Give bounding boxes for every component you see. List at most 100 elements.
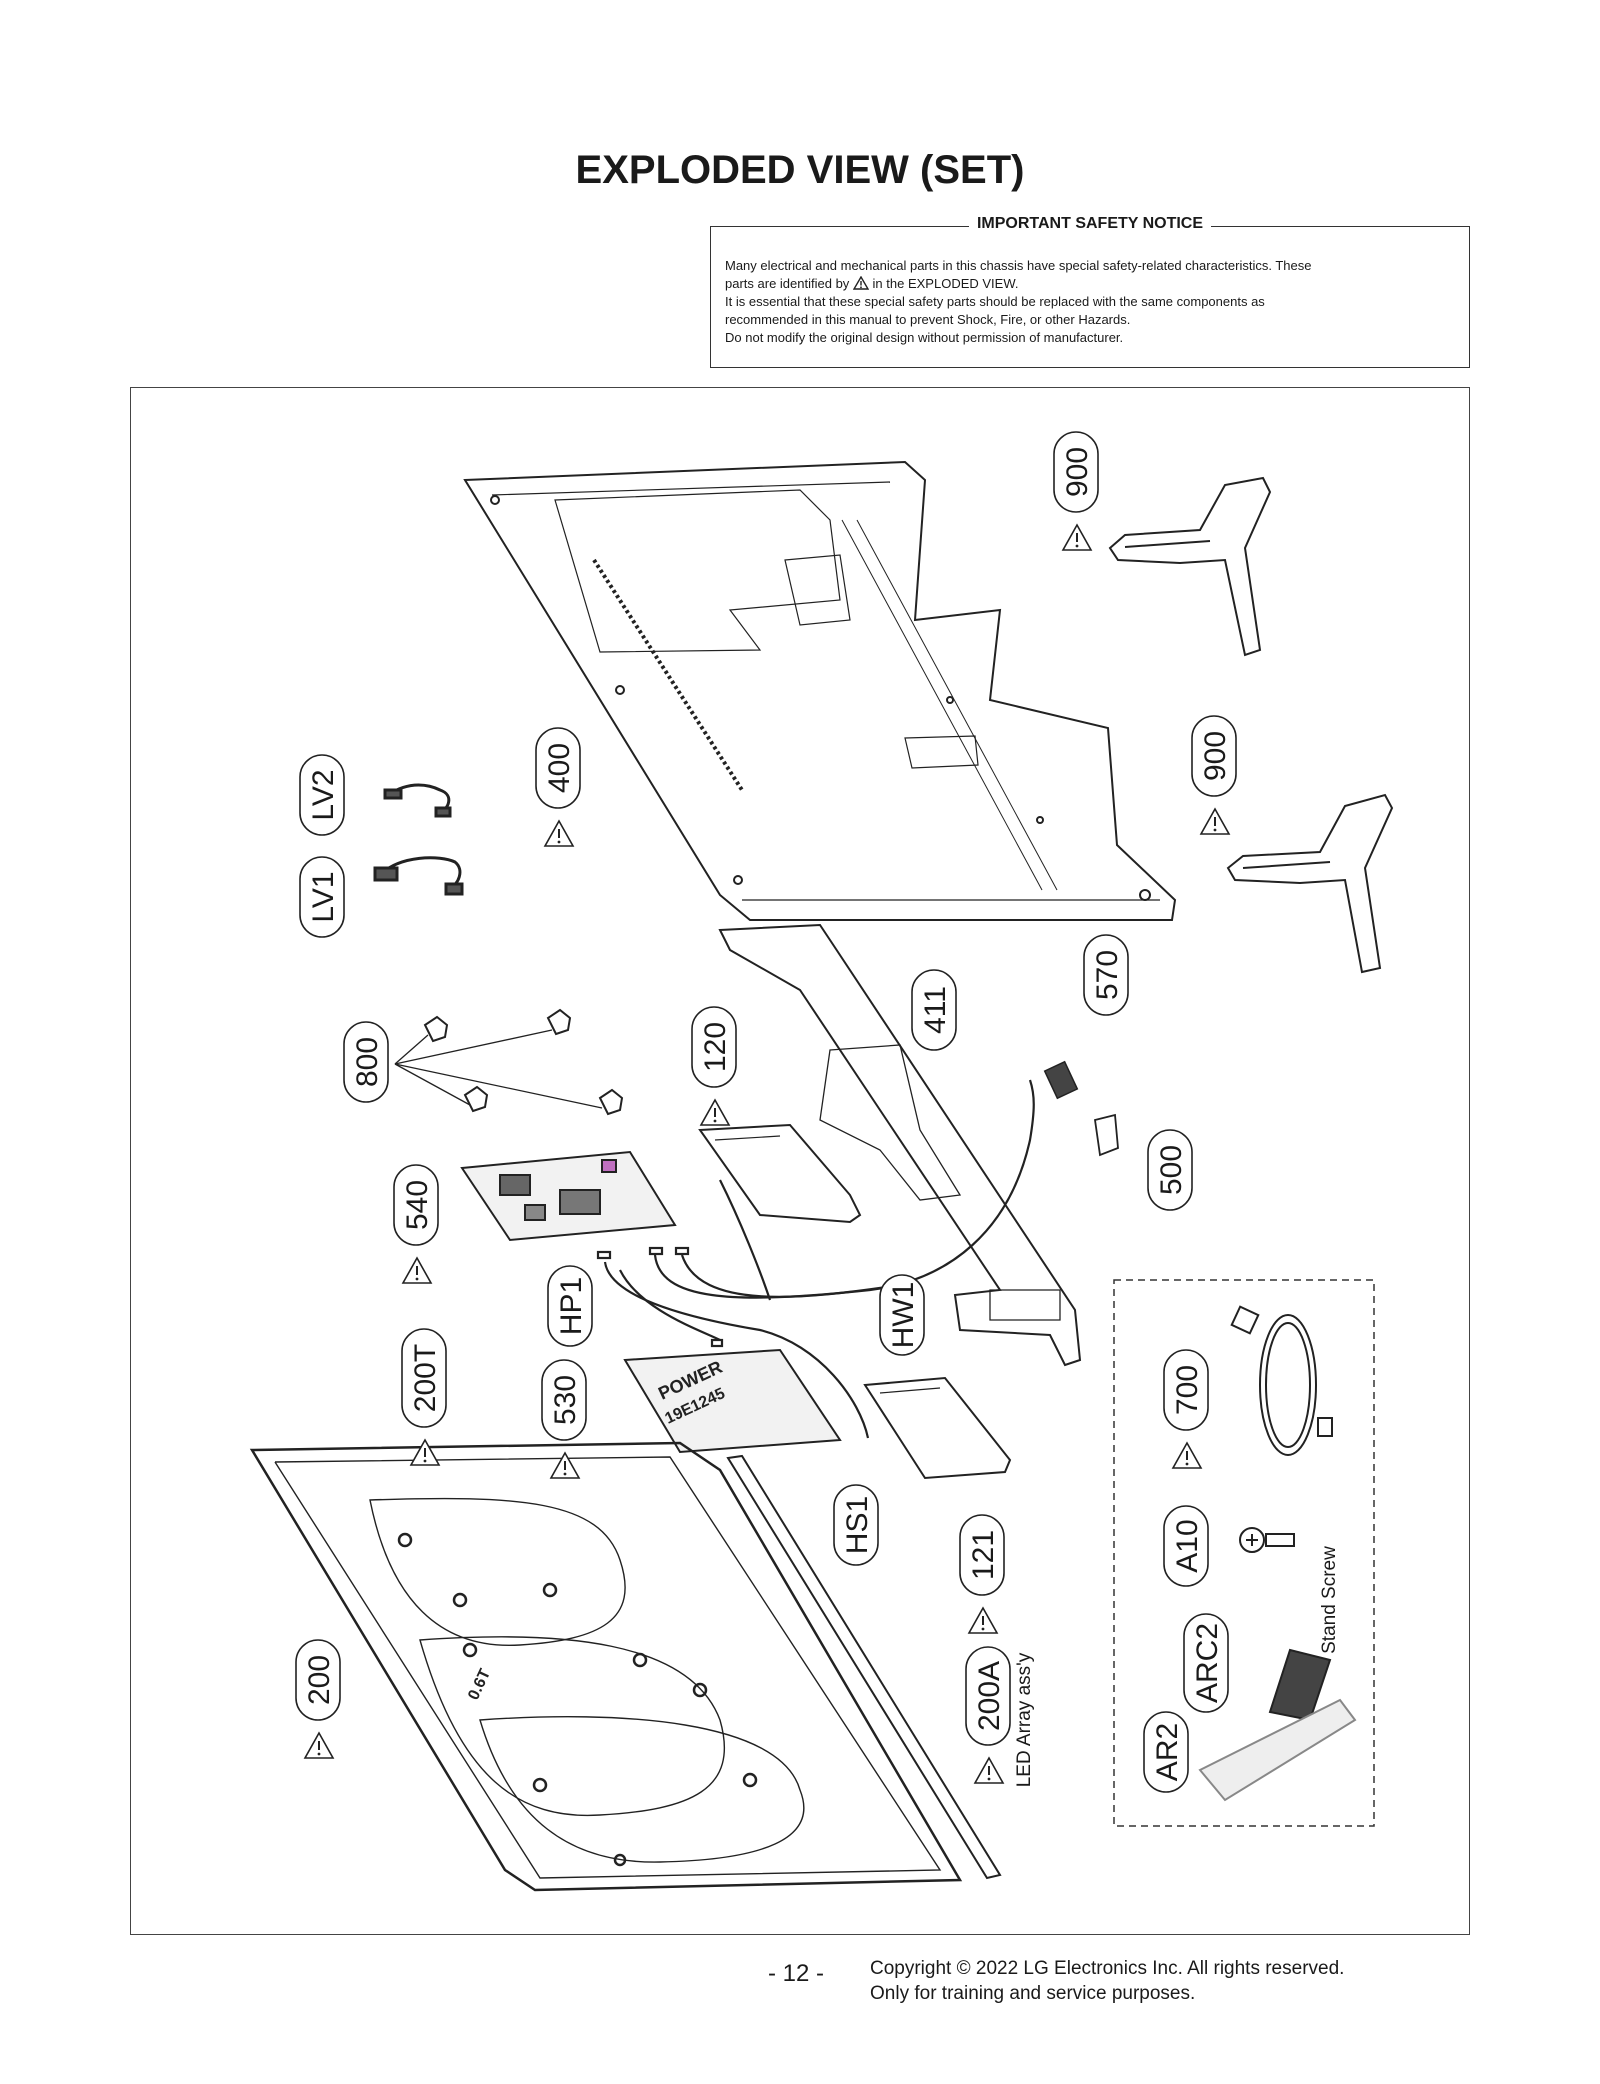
callout-label: 900 <box>1199 731 1232 781</box>
callout-bubble <box>965 1646 1011 1746</box>
callout-p900a: 900 <box>1053 431 1099 551</box>
callout-label: 900 <box>1061 447 1094 497</box>
callout-bubble <box>343 1021 389 1103</box>
display-module-part-200 <box>249 1441 963 1892</box>
callout-p200: 200 <box>295 1639 341 1759</box>
callout-label: 540 <box>401 1180 434 1230</box>
page-number: - 12 - <box>768 1960 825 1987</box>
callout-label: 800 <box>351 1037 384 1087</box>
callout-bubble <box>833 1484 879 1566</box>
callout-bubble <box>1183 1613 1229 1713</box>
callout-label: ARC2 <box>1191 1623 1224 1703</box>
warning-triangle-icon <box>1200 808 1230 835</box>
warning-triangle-icon <box>410 1439 440 1466</box>
main-board-part-540 <box>460 1150 677 1242</box>
callout-label: 121 <box>967 1530 1000 1580</box>
power-board-part-530: POWER 19E1245 <box>623 1348 842 1454</box>
safety-notice-title: IMPORTANT SAFETY NOTICE <box>711 215 1469 233</box>
part-570 <box>1043 1060 1079 1100</box>
board-part-121 <box>863 1376 1012 1480</box>
warning-triangle-icon <box>1172 1442 1202 1469</box>
callout-lv2: LV2 <box>299 754 345 836</box>
callout-p500: 500 <box>1147 1129 1193 1211</box>
warning-triangle-icon <box>304 1732 334 1759</box>
callout-p120: 120 <box>691 1006 737 1126</box>
lv-cables-part <box>373 783 464 896</box>
callout-label: 411 <box>919 986 952 1034</box>
callout-p540: 540 <box>393 1164 439 1284</box>
callout-p200t: 200T <box>401 1328 447 1466</box>
callout-label: A10 <box>1171 1519 1204 1572</box>
led-array-part <box>726 1454 1002 1880</box>
notice-line-2: parts are identified by in the EXPLODED … <box>725 276 1019 291</box>
callout-label: HS1 <box>841 1496 874 1554</box>
remote-part-ar2 <box>1198 1698 1357 1802</box>
notice-line-5: Do not modify the original design withou… <box>725 330 1124 345</box>
callout-label: HP1 <box>555 1277 588 1335</box>
callout-label: 570 <box>1091 950 1124 1000</box>
callout-label: 400 <box>543 743 576 793</box>
callout-bubble <box>691 1006 737 1088</box>
holder-parts-800 <box>394 1008 624 1116</box>
part-500 <box>1093 1113 1119 1157</box>
training-line: Only for training and service purposes. <box>870 1983 1196 2004</box>
safety-notice-box: IMPORTANT SAFETY NOTICE Many electrical … <box>710 215 1470 368</box>
callout-label: 200T <box>409 1344 442 1412</box>
warning-triangle-icon <box>1062 524 1092 551</box>
exploded-view-frame <box>130 387 1470 1935</box>
callout-bubble <box>1191 715 1237 797</box>
footer-copyright: Copyright © 2022 LG Electronics Inc. All… <box>870 1956 1344 2006</box>
warning-triangle-icon <box>544 820 574 847</box>
callout-bubble <box>911 969 957 1051</box>
stand-screw-part <box>1239 1527 1295 1553</box>
copyright-line: Copyright © 2022 LG Electronics Inc. All… <box>870 1958 1345 1979</box>
back-cover-part <box>463 460 1177 921</box>
callout-label: 200A <box>973 1661 1006 1731</box>
callout-bubble <box>1147 1129 1193 1211</box>
callout-bubble <box>299 856 345 938</box>
callout-bubble <box>879 1274 925 1356</box>
callout-bubble <box>535 727 581 809</box>
callout-bubble <box>1163 1349 1209 1431</box>
notice-line-1: Many electrical and mechanical parts in … <box>725 258 1312 273</box>
warning-triangle-icon <box>700 1099 730 1126</box>
callout-p200a: 200A <box>965 1646 1011 1784</box>
callout-bubble <box>1143 1711 1189 1793</box>
optional-parts-box <box>1113 1279 1375 1827</box>
bracket-part-411 <box>718 923 1082 1367</box>
notice-line-3: It is essential that these special safet… <box>725 294 1265 309</box>
callout-bubble <box>1083 934 1129 1016</box>
callout-ar2: AR2 <box>1143 1711 1189 1793</box>
cable-harness-part <box>596 1079 1035 1439</box>
callout-bubble <box>295 1639 341 1721</box>
warning-triangle-icon <box>974 1757 1004 1784</box>
callout-bubble <box>401 1328 447 1428</box>
warning-triangle-icon <box>550 1452 580 1479</box>
warning-triangle-icon <box>402 1257 432 1284</box>
callout-bubble <box>547 1265 593 1347</box>
notice-line-4: recommended in this manual to prevent Sh… <box>725 312 1131 327</box>
safety-notice-body: Many electrical and mechanical parts in … <box>725 257 1455 347</box>
callout-p900b: 900 <box>1191 715 1237 835</box>
warning-triangle-icon <box>968 1607 998 1634</box>
callout-label: HW1 <box>887 1282 920 1349</box>
stand-part-lower <box>1226 793 1394 974</box>
callout-label: 120 <box>699 1022 732 1072</box>
callout-arc2: ARC2 <box>1183 1613 1229 1713</box>
callout-label: 700 <box>1171 1365 1204 1415</box>
callout-hp1: HP1 <box>547 1265 593 1347</box>
callout-bubble <box>1163 1505 1209 1587</box>
callout-label: AR2 <box>1151 1723 1184 1781</box>
callout-label: 530 <box>549 1375 582 1425</box>
callout-label: 500 <box>1155 1145 1188 1195</box>
warning-triangle-icon <box>852 276 869 290</box>
callout-bubble <box>541 1359 587 1441</box>
callout-hw1: HW1 <box>879 1274 925 1356</box>
callout-p121: 121 <box>959 1514 1005 1634</box>
callout-p411: 411 <box>911 969 957 1051</box>
callout-bubble <box>299 754 345 836</box>
callout-label: 200 <box>303 1655 336 1705</box>
callout-bubble <box>959 1514 1005 1596</box>
frame-thickness-mark: 0.6T <box>465 1666 494 1702</box>
